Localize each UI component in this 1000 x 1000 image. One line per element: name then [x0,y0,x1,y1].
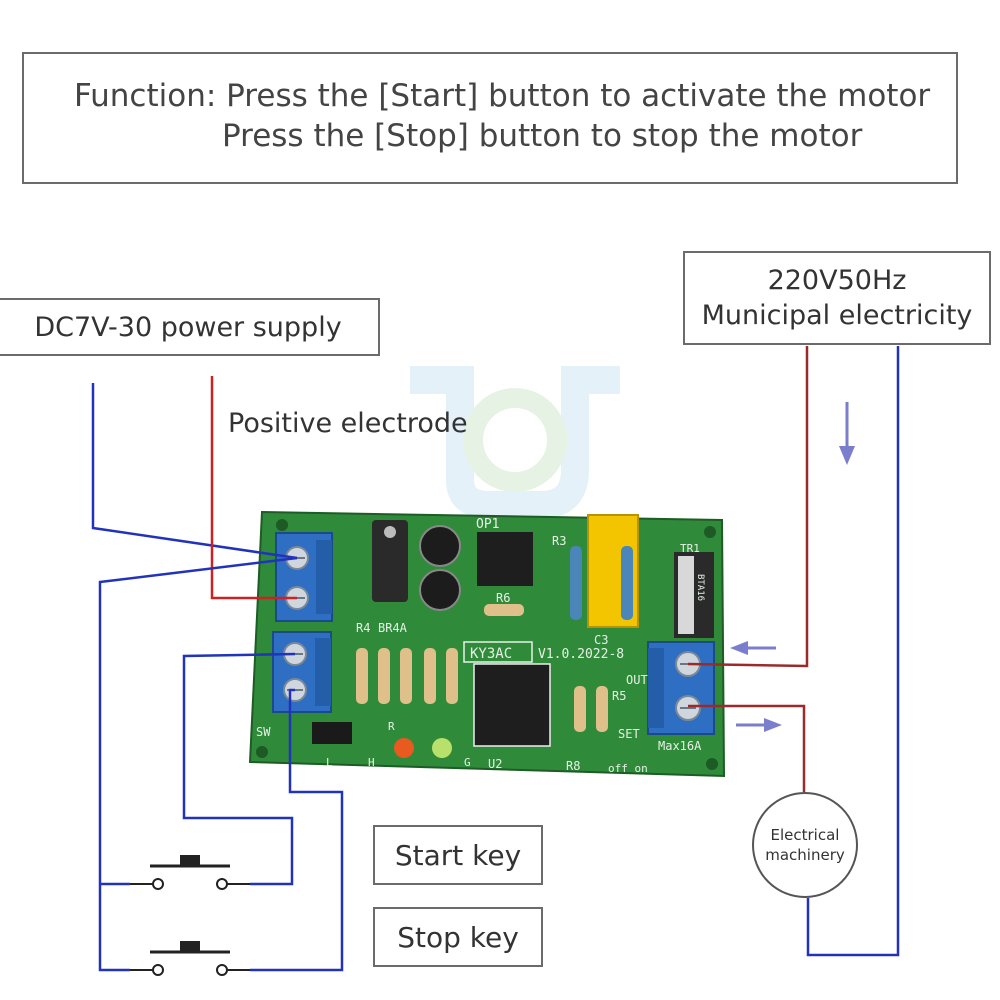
motor-label-line-2: machinery [765,846,845,864]
function-description-box: Function: Press the [Start] button to ac… [22,52,958,184]
pcb-label-g: G [464,756,471,769]
dc-power-supply-label: DC7V-30 power supply [34,311,342,343]
pcb-label-r8: R8 [566,759,580,773]
common-switch-wire [98,556,298,972]
function-line-1: Function: Press the [Start] button to ac… [74,78,931,114]
function-line-2: Press the [Stop] button to stop the moto… [222,118,863,154]
pcb-label-sw: SW [256,725,271,739]
board-version-label: V1.0.2022-8 [538,647,624,662]
start-key-wire [182,652,296,886]
pcb-label-op1: OP1 [476,517,499,532]
pcb-label-out: OUT [626,673,648,687]
mains-voltage-label: 220V50Hz [767,265,907,296]
pcb-label-u2: U2 [488,757,502,771]
mains-live-input-wire [687,346,809,668]
motor-circle: Electrical machinery [752,792,858,898]
stop-key-label-box: Stop key [373,907,543,967]
dc-power-supply-label-box: DC7V-30 power supply [0,298,380,356]
pcb-label-set: SET [618,727,640,741]
pcb-label-c3: C3 [594,633,608,647]
board-model-label: KY3AC [470,646,512,662]
triac-label: TR1 [680,542,700,555]
pcb-label-off-on: off on [608,762,648,775]
start-key-label: Start key [394,838,522,872]
mains-power-label-box: 220V50Hz Municipal electricity [683,251,991,345]
capacitor-components [419,525,461,611]
switch-terminal-block [272,631,332,713]
start-push-button [130,855,250,890]
dc-positive-wire [210,376,297,600]
led-components [394,738,452,758]
start-key-label-box: Start key [373,825,543,885]
dc-power-terminal-block [275,532,333,622]
mains-live-output-wire [688,704,806,792]
triac-part-label: BTA16 [695,574,705,601]
motor-label-line-1: Electrical [770,826,840,844]
pcb-label-r: R [388,720,395,733]
max-current-label: Max16A [658,739,702,753]
down-arrow-icon [839,402,855,465]
pcb-label-br4a: BR4A [378,621,408,635]
ic-chip-component [473,663,551,747]
mains-neutral-wire [806,346,900,957]
left-arrow-icon [730,641,776,655]
pcb-label-l: L [326,756,333,769]
jumper-component [312,722,352,744]
mains-source-label: Municipal electricity [701,300,973,331]
stop-push-button [130,941,250,976]
pcb-label-r5: R5 [612,689,626,703]
positive-electrode-label: Positive electrode [228,408,468,439]
dc-negative-wire [91,383,298,560]
triac-component [674,552,714,638]
right-arrow-icon [736,718,782,732]
stop-key-label: Stop key [397,920,519,954]
optocoupler-component [477,532,533,586]
pcb-label-r3: R3 [552,534,566,548]
regulator-component [372,520,408,602]
stop-key-wire [250,688,344,972]
watermark-logo [410,366,620,519]
pcb-label-r4: R4 [356,621,370,635]
pcb-label-h: H [368,756,375,769]
output-terminal-block [647,641,715,735]
pcb-label-r6: R6 [496,591,510,605]
resistor-components [356,546,633,732]
